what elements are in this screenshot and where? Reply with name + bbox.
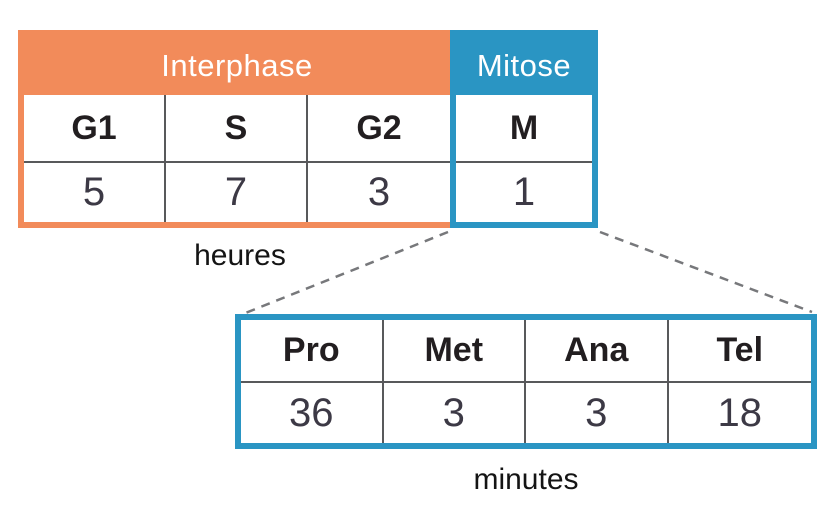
phase-header-ana: Ana [526,320,669,381]
value-g1: 5 [24,161,166,222]
value-g2: 3 [308,161,450,222]
value-s: 7 [166,161,308,222]
phase-header-met: Met [384,320,526,381]
mitose-body: M 1 [456,95,592,222]
right-dashed-connector-line [599,230,813,314]
mitose-group-header: Mitose [456,36,592,95]
phase-header-g1: G1 [24,95,166,161]
interphase-group-header: Interphase [24,36,450,95]
minutes-table: Pro Met Ana Tel 36 3 3 18 [235,314,817,449]
mitose-section: Mitose M 1 [450,30,598,228]
interphase-section: Interphase G1 S G2 5 7 3 [18,30,450,228]
phase-header-m: M [509,108,539,147]
value-tel: 18 [668,381,811,443]
value-met: 3 [383,381,526,443]
phase-header-g2: G2 [356,108,402,147]
hours-table: Interphase G1 S G2 5 7 3 Mitose M 1 [18,30,598,228]
minutes-unit-label: minutes [473,463,579,496]
value-m: 1 [456,161,592,222]
value-pro: 36 [241,381,384,443]
phase-header-tel: Tel [716,331,764,369]
phase-header-pro: Pro [241,320,384,381]
hours-unit-label: heures [194,239,286,272]
interphase-body: G1 S G2 5 7 3 [24,95,450,222]
value-ana: 3 [526,381,669,443]
phase-header-s: S [166,95,308,161]
